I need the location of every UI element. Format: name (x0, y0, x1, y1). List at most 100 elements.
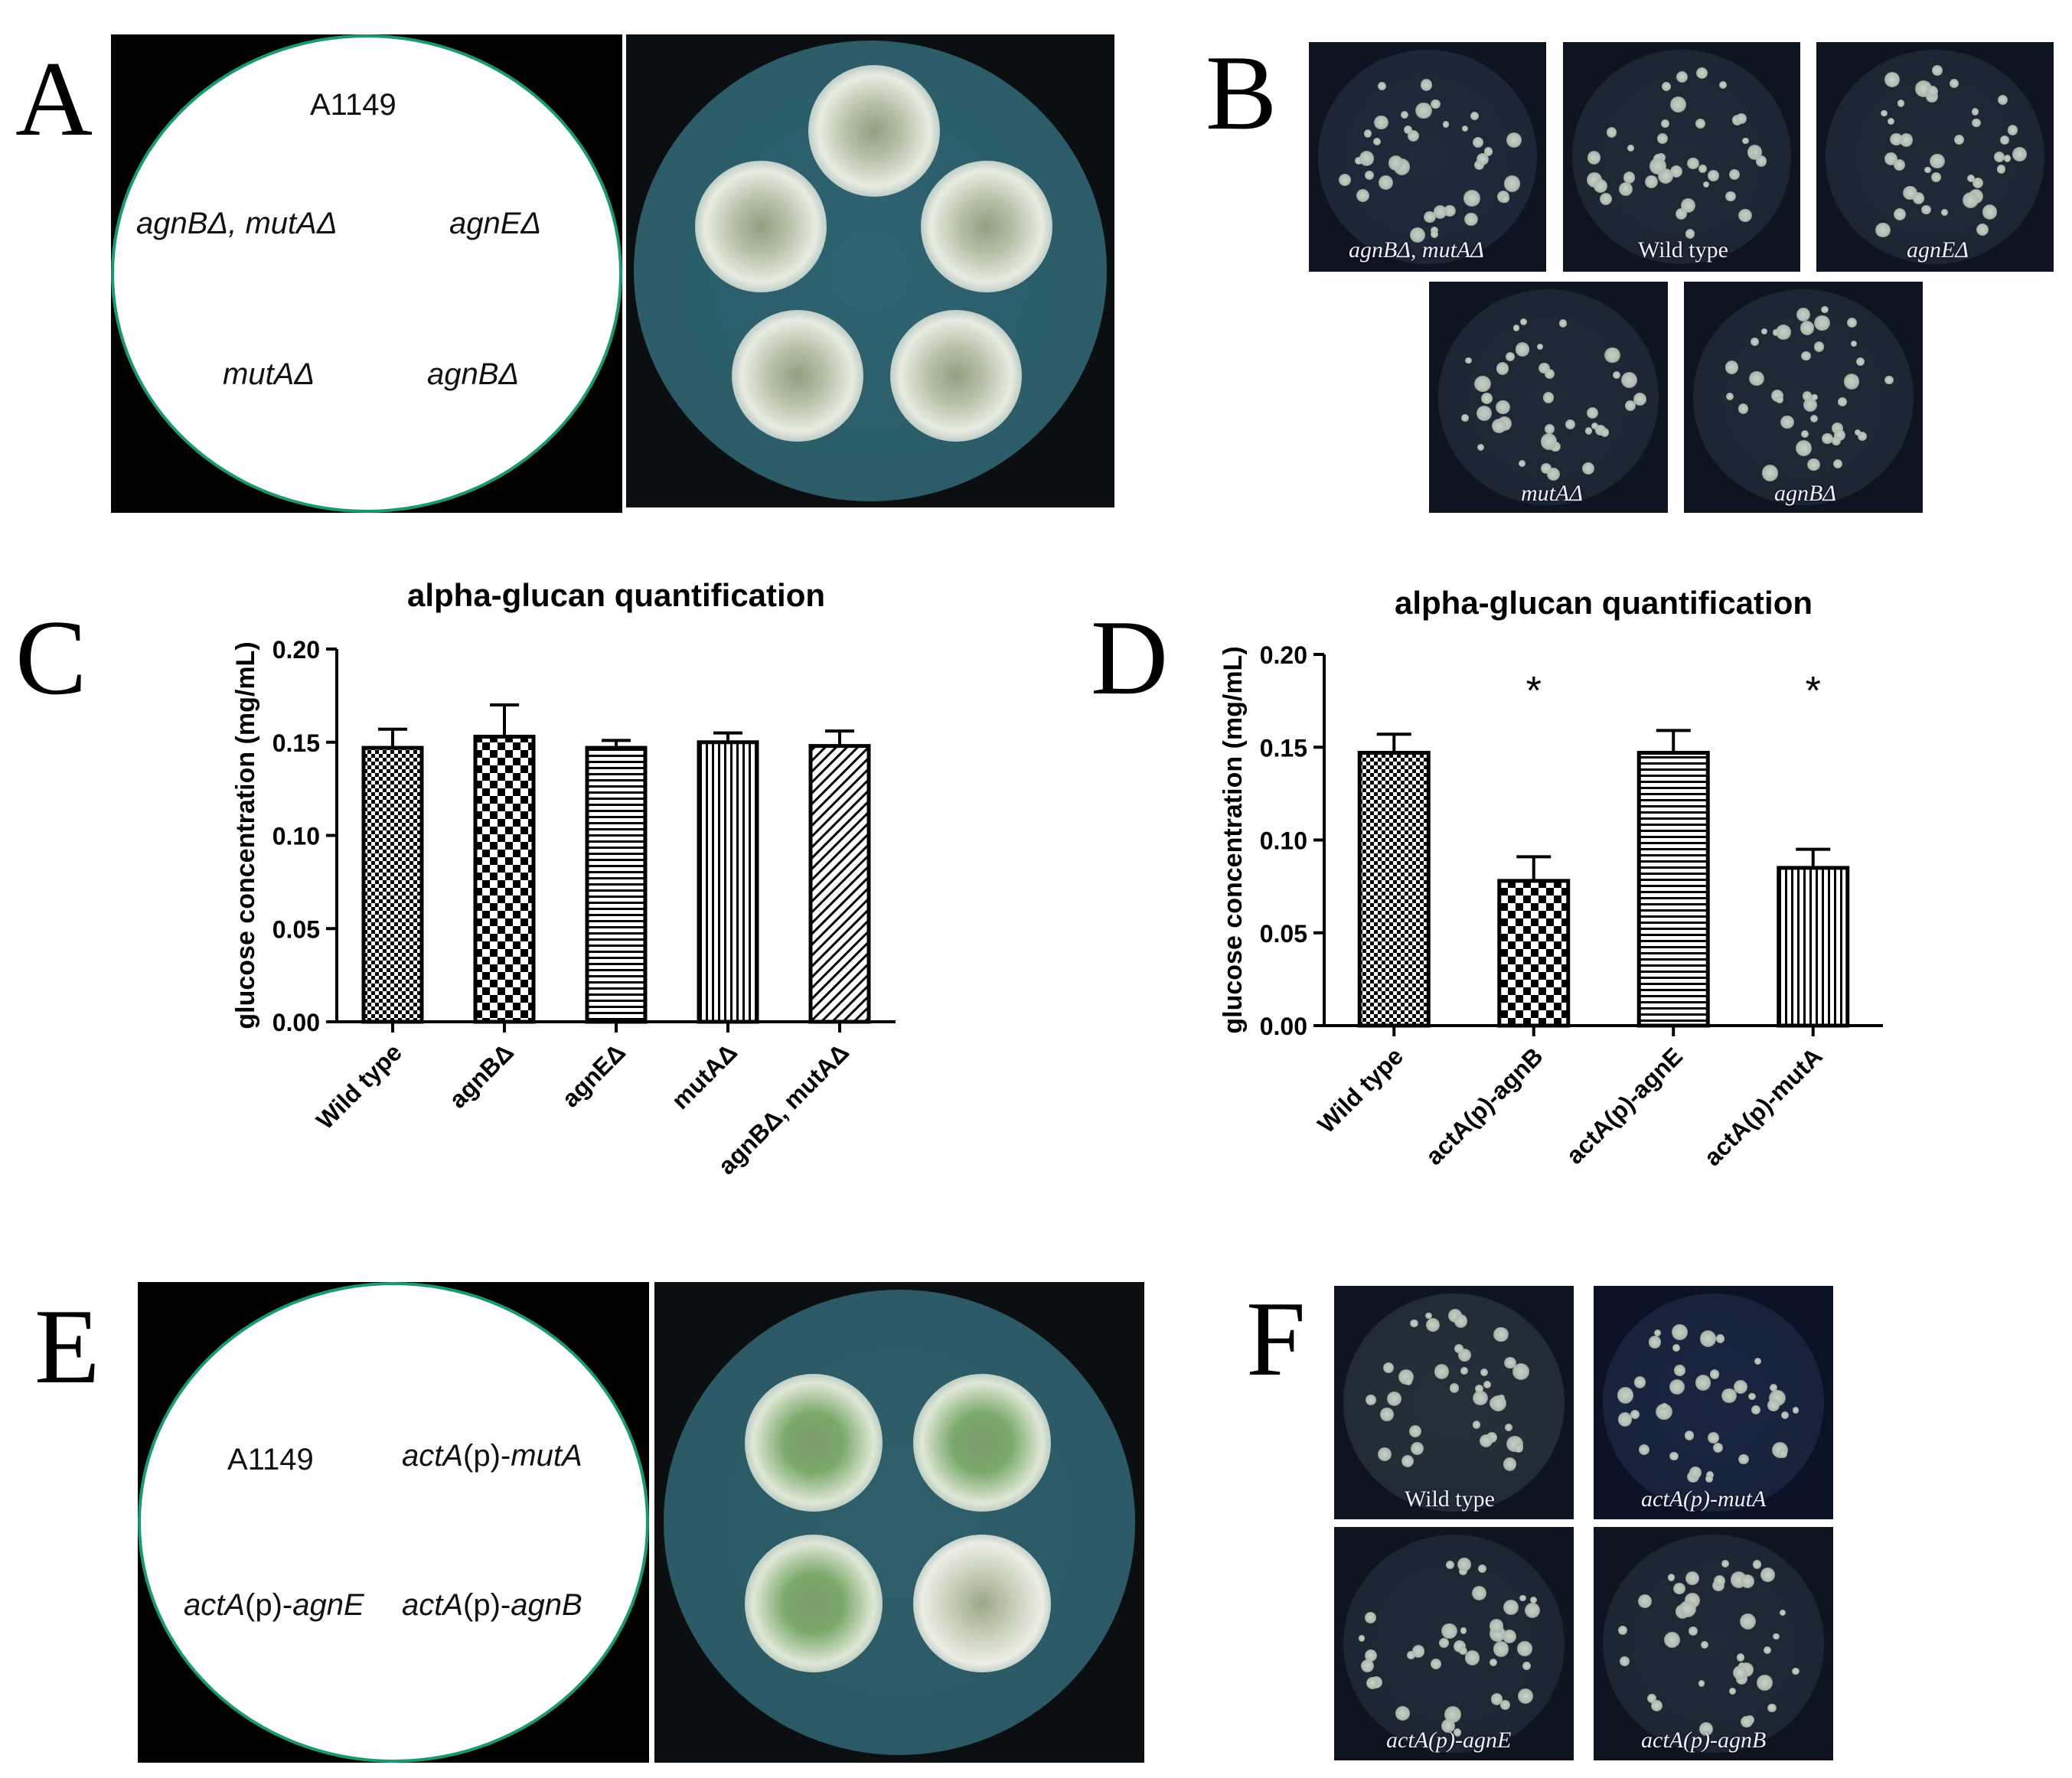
colony (1721, 1388, 1737, 1404)
colony (1454, 1314, 1468, 1328)
colony (913, 1374, 1051, 1512)
colony (1461, 126, 1469, 132)
colony (1520, 318, 1528, 325)
label-muta: mutAΔ (223, 357, 315, 391)
colony (1738, 1453, 1750, 1465)
label-acta-muta-prefix: actA (402, 1439, 464, 1473)
bar (1357, 751, 1431, 1028)
panel-letter-d: D (1091, 599, 1169, 717)
label-acta-agne-prefix: actA (184, 1588, 246, 1622)
colony (745, 1374, 883, 1512)
colony (1676, 207, 1688, 220)
colony (1365, 170, 1374, 180)
colony (1651, 1700, 1663, 1712)
colony (1897, 100, 1904, 107)
colony (1415, 102, 1432, 119)
colony (1411, 1441, 1424, 1455)
colony (1612, 371, 1620, 380)
colony (1409, 227, 1425, 243)
colony (1512, 325, 1519, 331)
colony (1388, 155, 1403, 171)
colony (1515, 342, 1530, 357)
plate-label: actA(p)-agnB (1641, 1727, 1767, 1753)
bar (585, 745, 648, 1024)
colony (1529, 1597, 1538, 1604)
y-tick-label: 0.20 (272, 636, 320, 664)
colony (1660, 119, 1669, 129)
colony (1518, 459, 1525, 467)
colony (1489, 1619, 1504, 1633)
colony (1912, 192, 1925, 204)
colony (1761, 465, 1779, 481)
label-acta-agnb-mid: (p)- (463, 1588, 511, 1622)
colony (1838, 396, 1848, 406)
plate-label: agnBΔ (1774, 481, 1836, 506)
colony (1953, 134, 1965, 145)
colony (1884, 376, 1894, 385)
colony (808, 65, 940, 197)
colony (1618, 182, 1633, 196)
panel-b-plate-3: agnEΔ (1816, 42, 2054, 272)
colony (1736, 113, 1747, 124)
colony (1740, 1574, 1754, 1589)
colony (1366, 1395, 1377, 1406)
colony (1855, 357, 1865, 367)
colony (1780, 415, 1794, 429)
colony (1950, 79, 1959, 89)
colony (1621, 372, 1638, 389)
colony (1996, 164, 2006, 174)
colony (2007, 125, 2018, 135)
significance-marker: * (1806, 669, 1821, 713)
colony (1408, 130, 1420, 142)
label-acta-muta-gene: mutA (511, 1439, 582, 1473)
colony (1676, 71, 1688, 83)
colony (1779, 1449, 1788, 1458)
colony (1379, 175, 1394, 190)
colony (1967, 174, 1976, 182)
colony (1449, 1383, 1460, 1394)
colony (1517, 1688, 1533, 1705)
colony (1505, 352, 1515, 362)
colony (1698, 164, 1707, 173)
colony (1512, 1363, 1529, 1380)
colony (1738, 403, 1748, 414)
bar (697, 740, 759, 1024)
colony (2003, 155, 2012, 162)
colony (1477, 444, 1485, 452)
colony (1618, 1626, 1628, 1636)
petri-dish (1343, 1294, 1565, 1512)
colony (1490, 1395, 1506, 1412)
panel-letter-f: F (1246, 1280, 1306, 1398)
label-acta-muta-mid: (p)- (463, 1439, 511, 1473)
colony (1972, 178, 1984, 189)
colony (1780, 1411, 1789, 1419)
y-tick-label: 0.20 (1260, 641, 1307, 669)
y-tick-label: 0.05 (1260, 920, 1307, 948)
colony (1712, 1443, 1723, 1453)
colony (1441, 1623, 1457, 1639)
colony (1431, 226, 1439, 235)
colony (1377, 81, 1386, 90)
colony (1584, 427, 1593, 435)
colony (1881, 109, 1888, 117)
colony (1496, 400, 1511, 415)
colony (1480, 1434, 1493, 1448)
colony (1773, 1633, 1780, 1639)
colony (1633, 393, 1646, 406)
colony (1741, 1715, 1753, 1728)
colony (1404, 1378, 1413, 1386)
label-acta-agne: actA(p)-agnE (184, 1588, 364, 1623)
colony (1425, 1317, 1441, 1332)
colony (1814, 315, 1830, 331)
colony (1474, 1384, 1483, 1393)
colony (1832, 436, 1841, 445)
colony (1594, 179, 1608, 194)
colony (1395, 1706, 1410, 1721)
y-tick-label: 0.15 (1260, 734, 1307, 762)
colony (1600, 428, 1610, 437)
colony (1752, 148, 1760, 157)
colony (1689, 1466, 1702, 1479)
colony (1457, 1558, 1471, 1572)
colony (1802, 391, 1813, 401)
panel-a-schematic: A1149 agnBΔ, mutAΔ agnEΔ mutAΔ agnBΔ (111, 34, 622, 513)
